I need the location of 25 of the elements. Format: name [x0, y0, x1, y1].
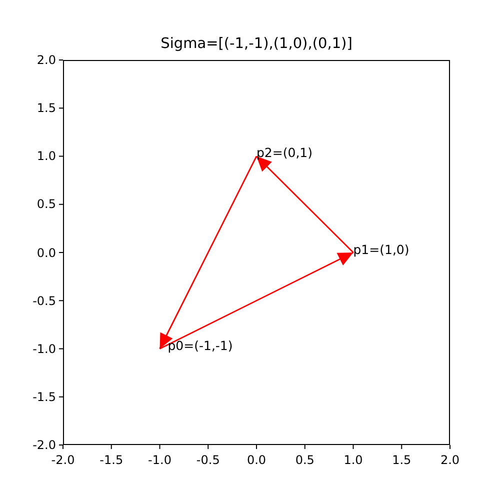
point-label: p2=(0,1): [256, 146, 312, 160]
point-label: p1=(1,0): [353, 242, 410, 257]
chart-title: Sigma=[(-1,-1),(1,0),(0,1)]: [160, 36, 354, 52]
tick-label: 1.5: [392, 453, 412, 467]
arrow: [159, 252, 354, 350]
tick-label: -0.5: [32, 294, 56, 308]
arrow: [256, 156, 354, 253]
tick-label: 0.0: [246, 453, 266, 467]
point-label: p0=(-1,-1): [168, 338, 233, 353]
tick-label: -1.0: [148, 453, 172, 467]
tick-label: -1.5: [100, 453, 124, 467]
tick-label: 2.0: [36, 53, 56, 67]
tick-label: -2.0: [51, 453, 75, 467]
tick-label: 0.5: [36, 197, 56, 212]
tick-label: -0.5: [196, 453, 220, 467]
tick-label: 1.0: [344, 453, 363, 467]
tick-label: 2.0: [440, 453, 460, 467]
arrow: [159, 156, 258, 350]
tick-label: 0.0: [36, 246, 56, 260]
tick-label: 1.5: [36, 101, 56, 116]
tick-label: 0.5: [295, 453, 314, 467]
tick-label: -1.0: [32, 342, 56, 356]
tick-label: -2.0: [32, 438, 56, 452]
tick-label: -1.5: [32, 390, 56, 404]
tick-label: 1.0: [36, 149, 56, 164]
